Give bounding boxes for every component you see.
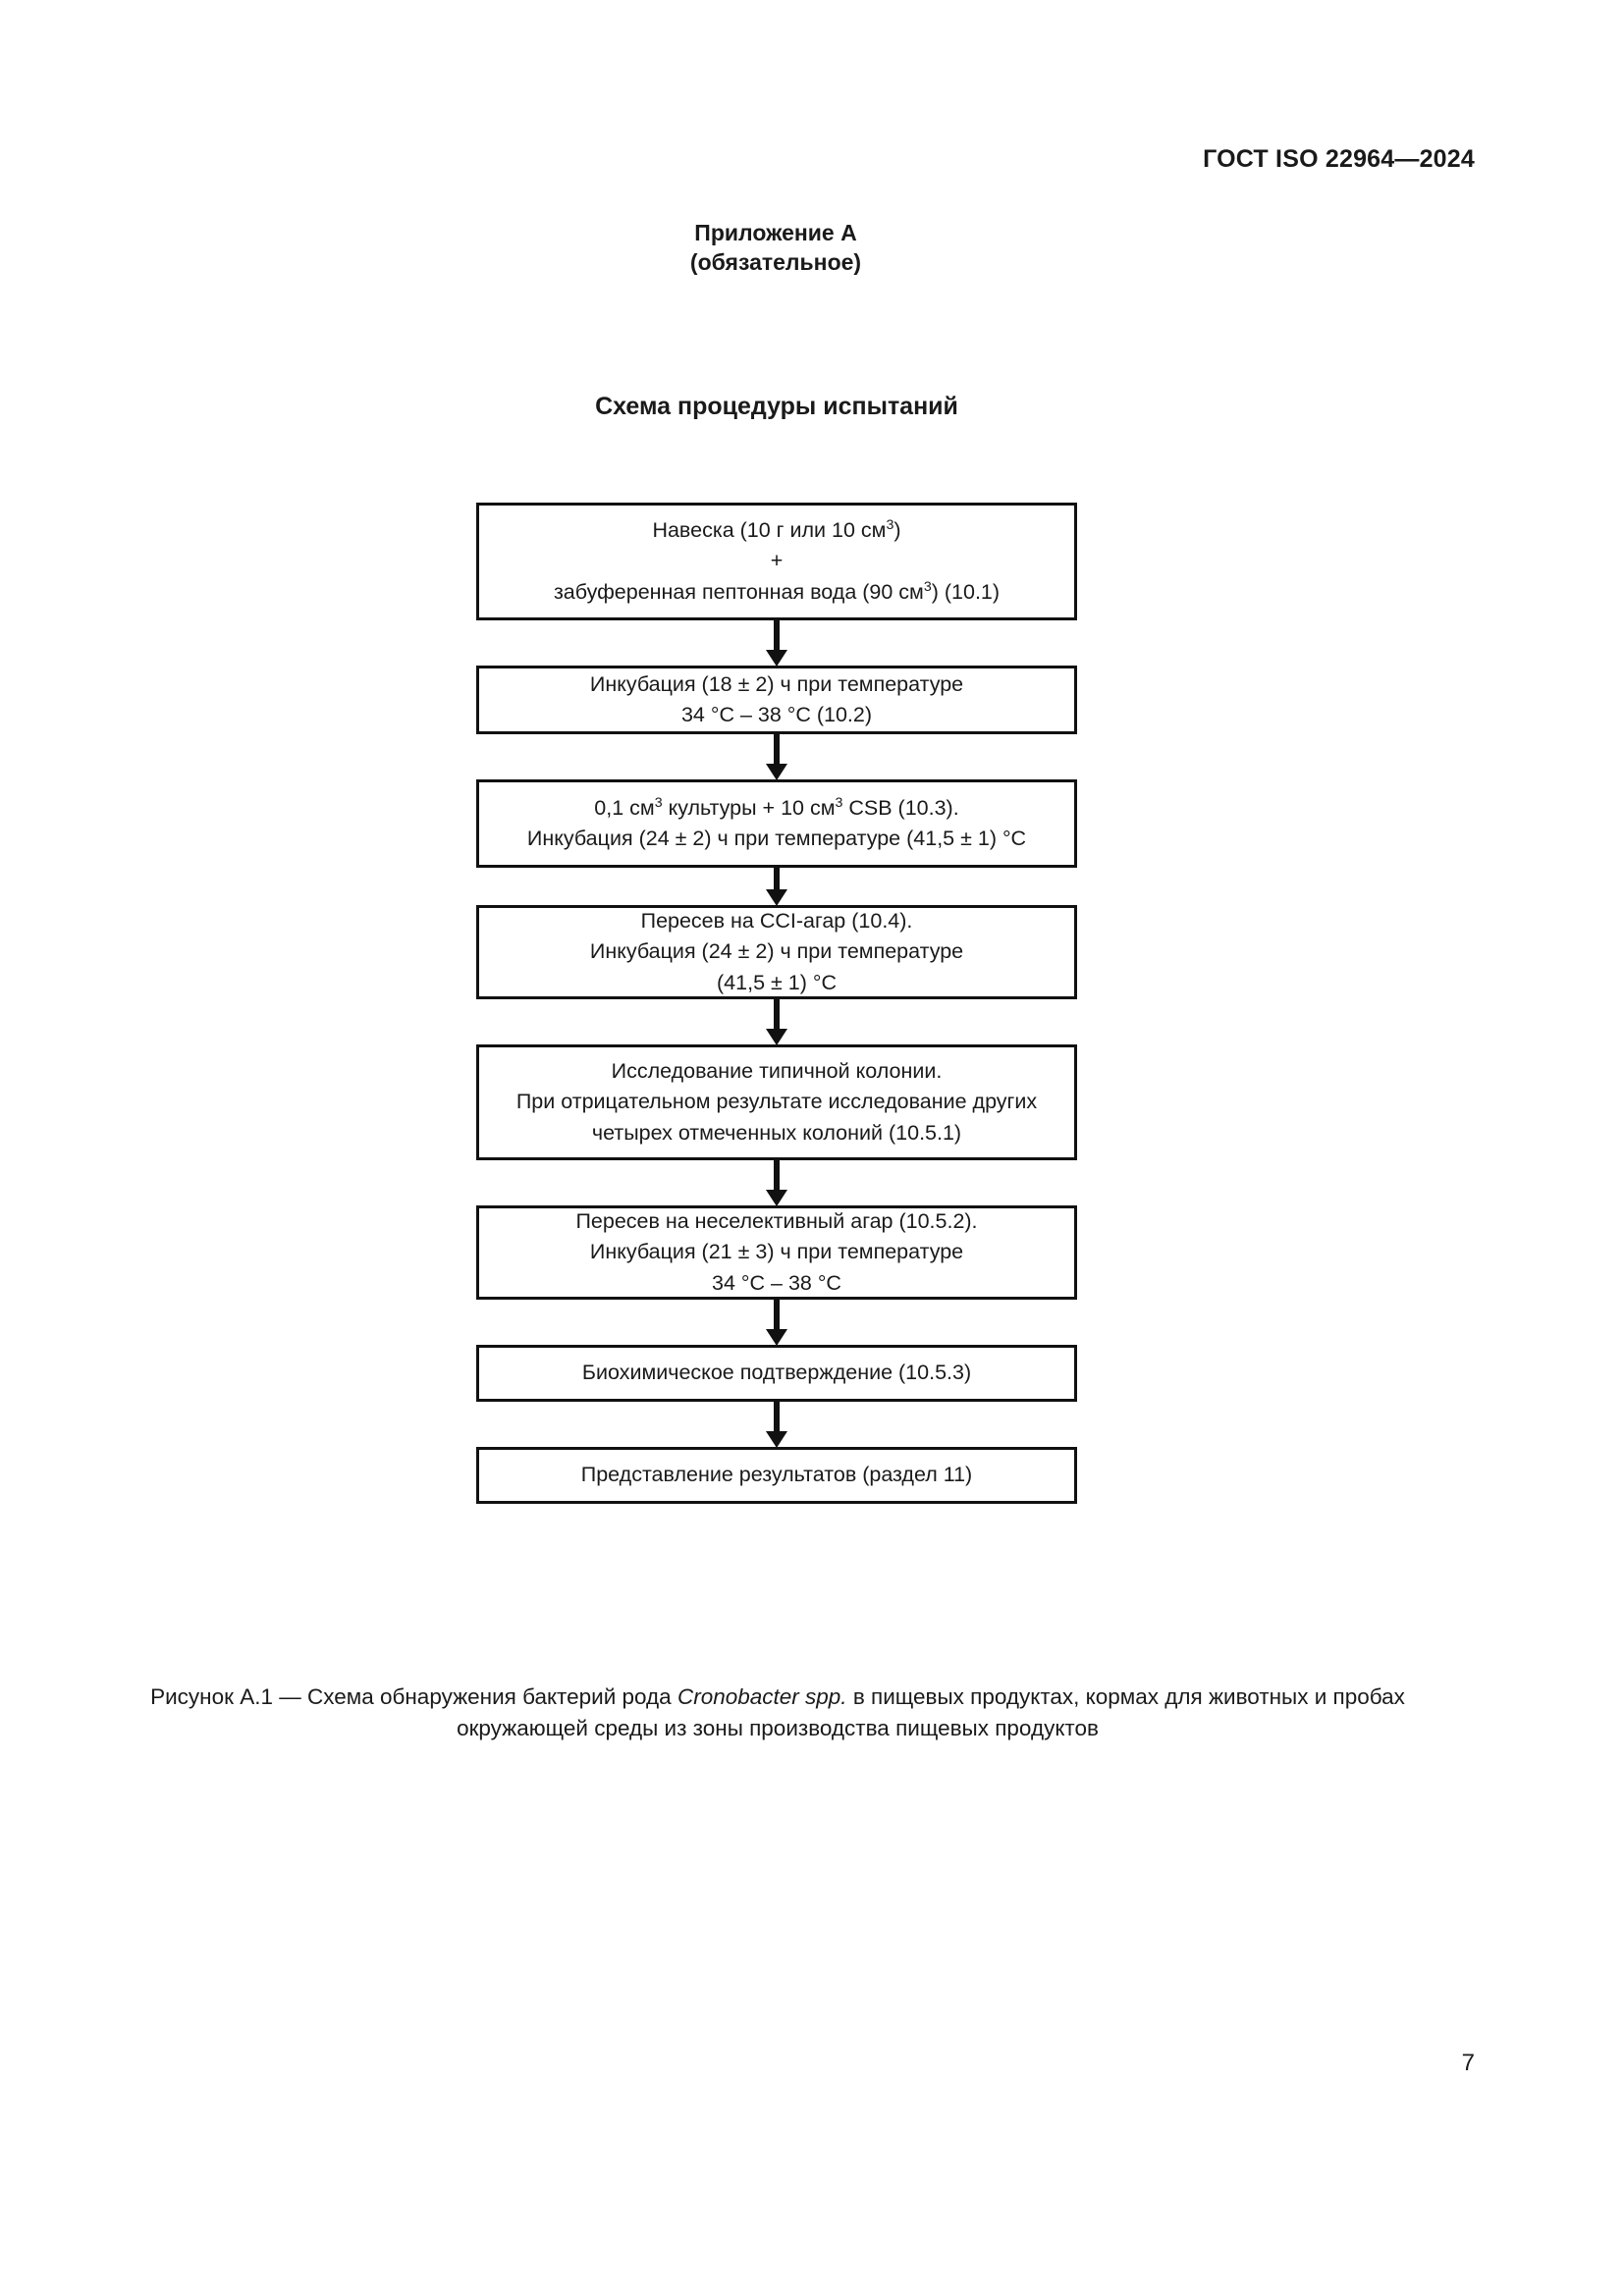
arrow-stem: [774, 620, 780, 654]
arrow-head-down-icon: [766, 889, 787, 906]
arrow-head-down-icon: [766, 1190, 787, 1206]
document-header-standard-ref: ГОСТ ISO 22964—2024: [1203, 145, 1475, 173]
flow-node-line: Представление результатов (раздел 11): [580, 1463, 973, 1487]
flow-node-line: 34 °C – 38 °C (10.2): [680, 703, 873, 726]
arrow-head-down-icon: [766, 1431, 787, 1448]
flow-node-line: При отрицательном результате исследовани…: [515, 1090, 1038, 1114]
flow-node-line: Инкубация (21 ± 3) ч при температуре: [589, 1240, 964, 1264]
scheme-title: Схема процедуры испытаний: [595, 393, 958, 420]
annex-heading: Приложение А (обязательное): [0, 218, 1551, 278]
arrow-head-down-icon: [766, 650, 787, 667]
superscript: 3: [654, 794, 663, 811]
figure-caption-text-after: в пищевых продуктах, кормах для животных…: [457, 1684, 1405, 1740]
figure-caption: Рисунок А.1 — Схема обнаружения бактерий…: [110, 1682, 1445, 1744]
flow-node-biochemical-confirmation: Биохимическое подтверждение (10.5.3): [476, 1345, 1077, 1402]
test-procedure-flowchart: Навеска (10 г или 10 см3) + забуференная…: [476, 503, 1077, 1504]
flow-node-line: 0,1 см3 культуры + 10 см3 CSB (10.3).: [594, 794, 959, 820]
superscript: 3: [886, 516, 894, 533]
flow-node-incubation-1: Инкубация (18 ± 2) ч при температуре 34 …: [476, 666, 1077, 734]
figure-caption-label: Рисунок А.1 —: [150, 1684, 307, 1709]
page-number: 7: [1461, 2050, 1475, 2076]
superscript: 3: [923, 578, 932, 595]
flow-arrow: [476, 1160, 1077, 1206]
flow-node-line: Пересев на CCI-агар (10.4).: [640, 908, 913, 933]
superscript: 3: [835, 794, 843, 811]
arrow-stem: [774, 1160, 780, 1194]
flow-node-line: Биохимическое подтверждение (10.5.3): [581, 1361, 972, 1385]
flow-node-cci-agar-plating: Пересев на CCI-агар (10.4). Инкубация (2…: [476, 905, 1077, 999]
flow-arrow: [476, 1300, 1077, 1346]
figure-caption-text-before: Схема обнаружения бактерий рода: [306, 1684, 677, 1709]
flow-node-csb-enrichment: 0,1 см3 культуры + 10 см3 CSB (10.3). Ин…: [476, 779, 1077, 868]
annex-title: Приложение А: [694, 220, 857, 245]
flow-arrow: [476, 734, 1077, 780]
flow-node-line: Инкубация (24 ± 2) ч при температуре (41…: [526, 827, 1027, 850]
arrow-stem: [774, 1402, 780, 1435]
arrow-stem: [774, 734, 780, 768]
flow-node-nonselective-agar-plating: Пересев на неселективный агар (10.5.2). …: [476, 1205, 1077, 1300]
figure-caption-species-name: Cronobacter spp.: [677, 1684, 847, 1709]
arrow-stem: [774, 868, 780, 893]
flow-node-line: 34 °C – 38 °C: [712, 1270, 841, 1295]
flow-node-results-reporting: Представление результатов (раздел 11): [476, 1447, 1077, 1504]
flow-node-line: четырех отмеченных колоний (10.5.1): [591, 1120, 962, 1145]
arrow-stem: [774, 999, 780, 1033]
arrow-stem: [774, 1300, 780, 1333]
flow-arrow: [476, 1402, 1077, 1448]
annex-subtitle: (обязательное): [689, 249, 862, 276]
flow-node-typical-colony-examination: Исследование типичной колонии. При отриц…: [476, 1044, 1077, 1160]
arrow-head-down-icon: [766, 764, 787, 780]
flow-arrow: [476, 868, 1077, 906]
arrow-head-down-icon: [766, 1029, 787, 1045]
flow-node-line: Исследование типичной колонии.: [611, 1058, 943, 1083]
flow-arrow: [476, 999, 1077, 1045]
flow-node-line: Инкубация (18 ± 2) ч при температуре: [589, 671, 964, 696]
flow-node-line: (41,5 ± 1) °C: [717, 970, 837, 994]
flow-node-line: Пересев на неселективный агар (10.5.2).: [575, 1208, 978, 1233]
flow-node-line: забуференная пептонная вода (90 см3) (10…: [553, 578, 1001, 604]
flow-node-line: Навеска (10 г или 10 см3): [652, 516, 901, 542]
arrow-head-down-icon: [766, 1329, 787, 1346]
flow-node-line: Инкубация (24 ± 2) ч при температуре: [589, 939, 964, 964]
flow-arrow: [476, 620, 1077, 667]
flow-node-sample-portion: Навеска (10 г или 10 см3) + забуференная…: [476, 503, 1077, 620]
flow-node-line: +: [770, 549, 784, 573]
